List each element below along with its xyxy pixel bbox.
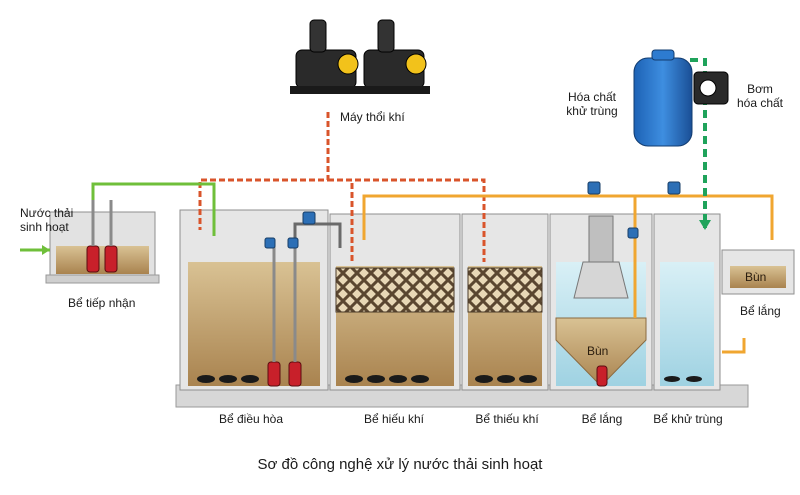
chemical-tank-label: Hóa chất khử trùng [566, 90, 618, 118]
transfer-line [293, 222, 342, 248]
air-blower-icon [290, 19, 430, 94]
chemical-tank-icon [633, 49, 693, 147]
sludge-tank-sludge-label: Bùn [745, 270, 767, 284]
aerobic-tank [329, 213, 461, 391]
diagram-caption: Sơ đồ công nghệ xử lý nước thải sinh hoạ… [257, 456, 543, 473]
sludge-label: Bùn [587, 344, 609, 358]
settling-tank [549, 213, 653, 391]
disinfection-tank-label: Bể khử trùng [653, 412, 723, 426]
receiving-tank-label: Bể tiếp nhận [68, 296, 136, 310]
disinfection-tank [653, 213, 721, 391]
blowers-label: Máy thổi khí [340, 110, 405, 124]
equalization-tank [179, 209, 329, 391]
equalization-tank-label: Bể điều hòa [218, 412, 284, 426]
sludge-holding-tank [721, 249, 795, 295]
dosing-pump-icon [693, 71, 729, 105]
sludge-tank-label: Bể lắng [740, 304, 781, 318]
air-line [198, 112, 486, 262]
chemical-pump-label: Bơm hóa chất [736, 82, 784, 110]
settling-tank-label: Bể lắng [581, 412, 623, 426]
aerobic-tank-label: Bể hiếu khí [363, 412, 425, 426]
receiving-tank [45, 211, 160, 284]
inlet-arrow [42, 245, 50, 255]
diffusers [197, 375, 702, 383]
recycle-line [362, 194, 774, 354]
pump-risers [91, 200, 297, 362]
anoxic-tank-label: Bể thiếu khí [475, 412, 539, 426]
valve-icon [264, 181, 681, 249]
chemical-arrow [699, 220, 711, 230]
chemical-line [690, 58, 707, 228]
anoxic-tank [461, 213, 549, 391]
wastewater-inlet-label: Nước thải sinh hoạt [20, 206, 74, 234]
